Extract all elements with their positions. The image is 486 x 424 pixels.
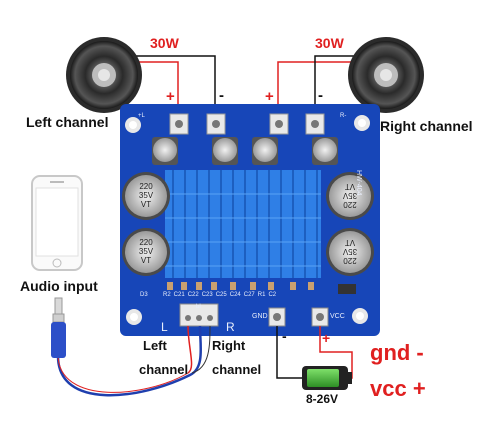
vcc-plus-sign: + <box>322 330 331 346</box>
silk-l: L <box>161 320 168 334</box>
right-speaker-icon <box>348 37 424 113</box>
silk-component-label: C24 <box>229 292 241 298</box>
silk-component-label: C21 <box>173 292 185 298</box>
gnd-minus-sign: - <box>282 328 287 344</box>
silk-component-label: C23 <box>201 292 213 298</box>
silk-bl: bl <box>196 304 201 310</box>
left-speaker-icon <box>66 37 142 113</box>
cap-voltage: 35V <box>342 191 358 200</box>
audio-input-label: Audio input <box>20 278 98 294</box>
cap-brand: VT <box>140 200 152 209</box>
cable-left-label-2: channel <box>139 362 189 377</box>
cap-brand: VT <box>140 256 152 265</box>
silk-vcc: VCC <box>330 313 345 320</box>
battery-voltage-label: 8-26V <box>306 392 339 406</box>
amplifier-board <box>120 104 380 336</box>
right-plus-sign: + <box>265 88 274 105</box>
silk-component-label: C2 <box>268 292 277 298</box>
capacitor-marking: 220 35V VT <box>336 238 364 265</box>
silk-l-plus: +L <box>138 113 145 119</box>
cap-voltage: 35V <box>138 247 154 256</box>
silk-component-label: C27 <box>243 292 255 298</box>
cap-value: 220 <box>343 256 357 265</box>
silk-component-label: C22 <box>187 292 199 298</box>
cable-left-label: Left <box>143 338 167 353</box>
cap-voltage: 35V <box>138 191 154 200</box>
heatsink <box>165 170 321 278</box>
silk-component-label: C25 <box>215 292 227 298</box>
cap-value: 220 <box>139 182 153 191</box>
cable-right-label: Right <box>212 338 246 353</box>
right-speaker-power: 30W <box>315 35 344 51</box>
silk-d3: D3 <box>140 292 148 298</box>
silk-component-label: R2 <box>163 292 171 298</box>
cap-value: 220 <box>139 238 153 247</box>
phone-icon <box>31 175 83 271</box>
left-minus-sign: - <box>219 87 224 104</box>
capacitor-marking: 220 35V VT <box>132 182 160 209</box>
cable-right-label-2: channel <box>212 362 262 377</box>
gnd-note: gnd - <box>370 340 424 365</box>
silk-r-minus: R- <box>340 113 347 119</box>
right-minus-sign: - <box>318 87 323 104</box>
silk-component-label: R1 <box>257 292 266 298</box>
capacitor-marking: 220 35V VT <box>132 238 160 265</box>
left-plus-sign: + <box>166 88 175 105</box>
vcc-note: vcc + <box>370 376 426 401</box>
silk-r: R <box>226 320 235 334</box>
audio-jack-icon <box>51 297 66 358</box>
electrolytic-capacitors <box>122 172 374 276</box>
cap-brand: VT <box>344 238 356 247</box>
cap-voltage: 35V <box>342 247 358 256</box>
left-speaker-power: 30W <box>150 35 179 51</box>
cap-brand: VT <box>344 182 356 191</box>
battery-icon <box>302 366 352 390</box>
cap-value: 220 <box>343 200 357 209</box>
right-channel-label: Right channel <box>380 118 473 134</box>
audio-cable <box>56 325 211 397</box>
capacitor-marking: 220 35V VT <box>336 182 364 209</box>
silk-gnd: GND <box>252 313 268 320</box>
left-channel-label: Left channel <box>26 114 109 130</box>
